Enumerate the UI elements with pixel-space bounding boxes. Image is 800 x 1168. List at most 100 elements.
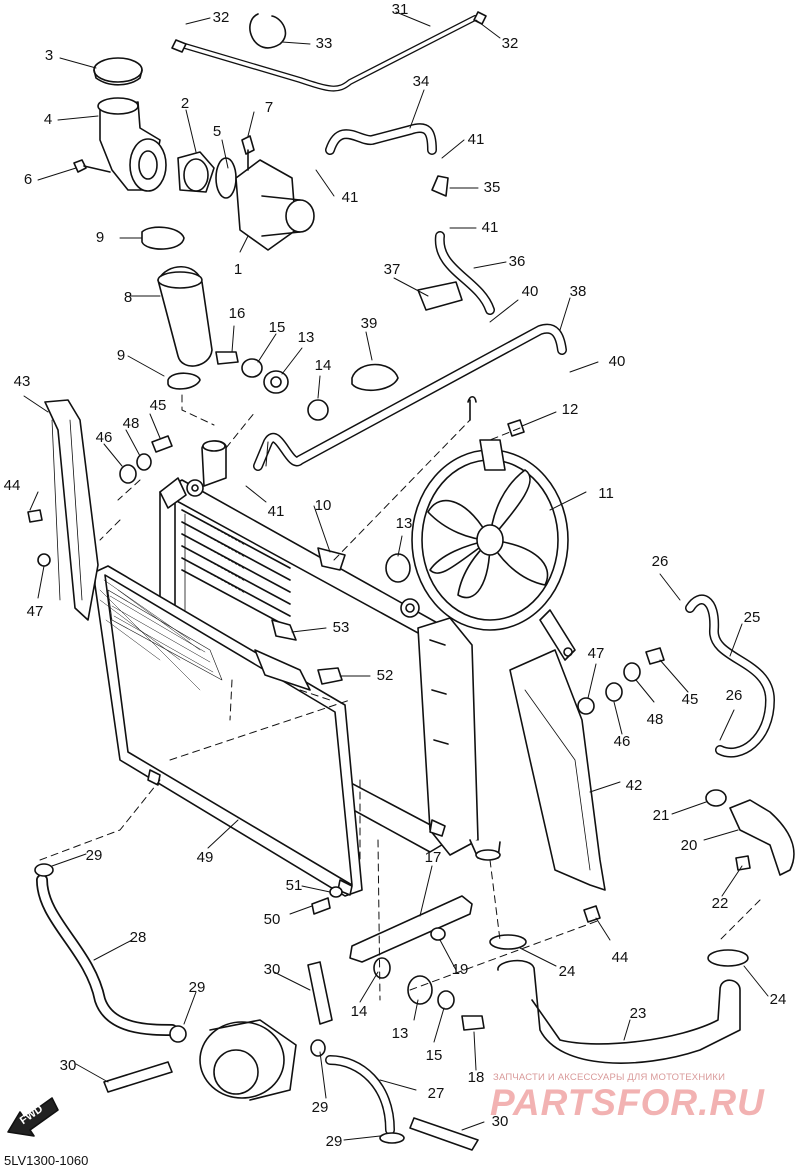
watermark-caption: ЗАПЧАСТИ И АКСЕССУАРЫ ДЛЯ МОТОТЕХНИКИ [493,1072,726,1083]
callout-3: 3 [44,47,54,64]
radiator-guard [94,565,363,897]
callout-17: 17 [424,849,442,866]
callout-29: 29 [188,979,206,996]
side-cover-43 [44,399,99,621]
fitting-20 [729,799,795,876]
callout-44: 44 [3,477,21,494]
clamp-9-upper [141,226,185,250]
callout-41: 41 [267,503,285,520]
callout-43: 43 [13,373,31,390]
callout-1: 1 [233,261,243,278]
hose-31 [182,15,478,92]
callout-48: 48 [122,415,140,432]
callout-15: 15 [268,319,286,336]
callout-7: 7 [264,99,274,116]
callout-26: 26 [651,553,669,570]
callout-5: 5 [212,123,222,140]
callout-15: 15 [425,1047,443,1064]
clamp-9-lower [167,372,201,390]
fan-assembly [411,395,576,661]
callout-13: 13 [297,329,315,346]
hose-8 [157,266,213,367]
callout-18: 18 [467,1069,485,1086]
callout-41: 41 [467,131,485,148]
callout-28: 28 [129,929,147,946]
callout-6: 6 [23,171,33,188]
callout-14: 14 [350,1003,368,1020]
callout-29: 29 [311,1099,329,1116]
tee-35 [431,175,449,197]
callout-46: 46 [95,429,113,446]
callout-26: 26 [725,687,743,704]
callout-53: 53 [332,619,350,636]
thermostat-housing [73,57,315,251]
callout-9: 9 [116,347,126,364]
band-39 [351,363,399,391]
callout-23: 23 [629,1005,647,1022]
side-cover-42 [509,649,606,891]
callout-30: 30 [263,961,281,978]
callout-45: 45 [149,397,167,414]
callout-52: 52 [376,667,394,684]
callout-24: 24 [558,963,576,980]
callout-21: 21 [652,807,670,824]
callout-34: 34 [412,73,430,90]
callout-32: 32 [501,35,519,52]
guide-lines [39,394,761,1001]
callout-25: 25 [743,609,761,626]
callout-48: 48 [646,711,664,728]
callout-35: 35 [483,179,501,196]
callout-19: 19 [451,961,469,978]
callout-29: 29 [325,1133,343,1150]
callout-33: 33 [315,35,333,52]
bracket-30-mid [307,961,333,1025]
callout-22: 22 [711,895,729,912]
callout-16: 16 [228,305,246,322]
callout-37: 37 [383,261,401,278]
callout-20: 20 [680,837,698,854]
callout-45: 45 [681,691,699,708]
water-pump [199,1021,285,1099]
callout-42: 42 [625,777,643,794]
bracket-37 [417,281,463,311]
callout-9: 9 [95,229,105,246]
callout-41: 41 [481,219,499,236]
callout-24: 24 [769,991,787,1008]
callout-40: 40 [521,283,539,300]
callout-14: 14 [314,357,332,374]
callout-13: 13 [391,1025,409,1042]
callout-46: 46 [613,733,631,750]
bracket-30-right [409,1117,479,1151]
diagram-code: 5LV1300-1060 [4,1153,89,1168]
leader-lines [23,11,769,1141]
callout-11: 11 [598,485,614,502]
bracket-53 [271,619,297,641]
callout-30: 30 [59,1057,77,1074]
callout-10: 10 [314,497,332,514]
callout-8: 8 [123,289,133,306]
callout-32: 32 [212,9,230,26]
callout-30: 30 [491,1113,509,1130]
callout-38: 38 [569,283,587,300]
callout-41: 41 [341,189,359,206]
callout-12: 12 [561,401,579,418]
callout-47: 47 [26,603,44,620]
bracket-30-left [103,1061,173,1093]
callout-50: 50 [263,911,281,928]
callout-44: 44 [611,949,629,966]
callout-49: 49 [196,849,214,866]
watermark-logo: PARTSFOR.RU [490,1082,765,1123]
fwd-arrow-icon [7,1097,59,1137]
callout-29: 29 [85,847,103,864]
hose-23 [497,959,741,1064]
callout-36: 36 [508,253,526,270]
callout-27: 27 [427,1085,445,1102]
radiator-core [159,440,501,861]
callout-39: 39 [360,315,378,332]
callout-51: 51 [285,877,303,894]
callout-4: 4 [43,111,53,128]
callout-40: 40 [608,353,626,370]
clip-33 [249,13,287,49]
